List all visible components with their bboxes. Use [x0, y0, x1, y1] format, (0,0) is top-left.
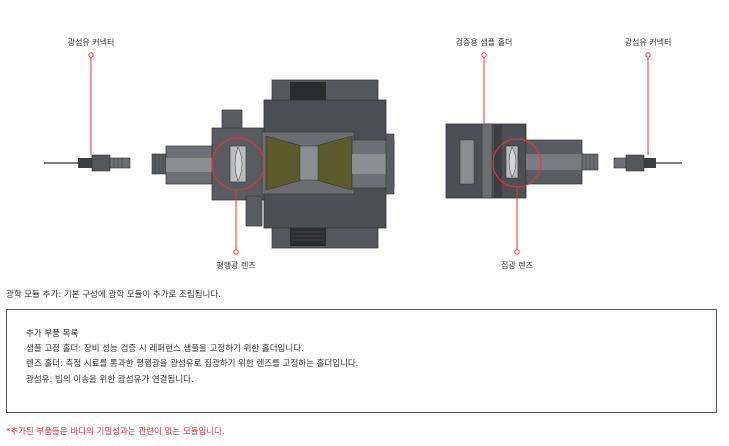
- callout-dot-sample-holder: [481, 52, 487, 58]
- parts-list-item: 샘플 고정 홀더: 장비 성능 검증 시 레퍼런스 샘플을 고정하기 위한 홀더…: [26, 344, 304, 355]
- label-fiber-connector-left: 광섬유 커넥터: [67, 38, 115, 47]
- callout-dot-fiber-left: [88, 52, 94, 58]
- module-caption: 광학 모듈 추가: 기본 구성에 광학 모듈이 추가로 조립됩니다.: [6, 290, 221, 300]
- collimating-lens-highlight: [211, 137, 265, 191]
- footnote: *추가된 부품들은 바디의 기밀성과는 관련이 없는 모듈입니다.: [6, 427, 225, 437]
- main-body-assembly: [151, 79, 395, 249]
- label-fiber-connector-right: 광섬유 커넥터: [624, 38, 672, 47]
- callout-dot-fiber-right: [645, 52, 651, 58]
- callout-dot-collimating-lens: [233, 249, 239, 255]
- optical-module-diagram: [44, 52, 682, 255]
- label-condensing-lens: 집광 렌즈: [501, 261, 533, 270]
- right-fiber-connector: [613, 154, 682, 172]
- left-fiber-connector: [44, 154, 131, 172]
- parts-list-title: 추가 부품 목록: [26, 329, 79, 339]
- parts-list-item: 광섬유: 빔의 이송을 위한 광섬유가 연결됩니다.: [26, 374, 194, 385]
- callout-dot-condensing-lens: [514, 249, 520, 255]
- label-sample-holder: 검증용 샘플 홀더: [455, 38, 513, 47]
- parts-list-item: 렌즈 홀더: 측정 시료를 통과한 평행광을 광섬유로 집광하기 위한 렌즈를 …: [26, 359, 359, 370]
- label-collimating-lens: 평행광 렌즈: [216, 261, 256, 270]
- parts-list-box: 추가 부품 목록 샘플 고정 홀더: 장비 성능 검증 시 레퍼런스 샘플을 고…: [6, 309, 717, 413]
